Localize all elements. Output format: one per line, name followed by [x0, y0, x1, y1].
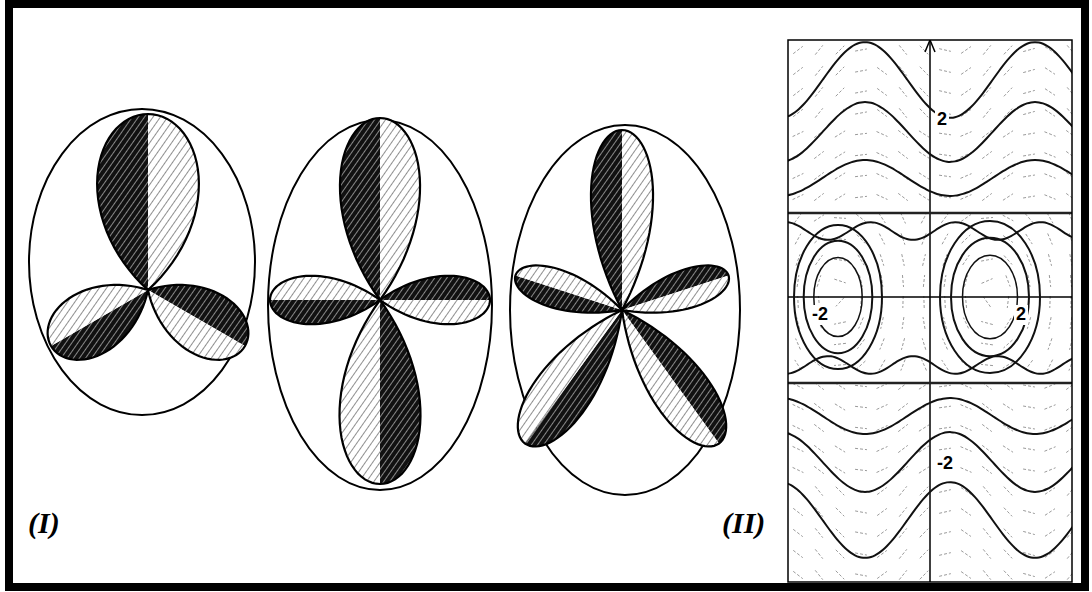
- ellipse-outline: [29, 109, 255, 415]
- panel-label: (II): [722, 506, 765, 539]
- axis-tick-label: 2: [1014, 305, 1028, 325]
- rose-petal: [148, 285, 248, 360]
- slope-field: [793, 45, 1072, 579]
- rose-petal: [340, 300, 421, 484]
- ellipse-outline: [510, 125, 740, 495]
- rose-petal: [622, 265, 729, 312]
- rose-petal: [591, 130, 653, 310]
- rose-petal: [97, 114, 199, 290]
- rose-petal: [622, 310, 726, 446]
- rose-petal: [518, 310, 622, 446]
- phase-plot: [788, 40, 1072, 582]
- axis-tick-label: -2: [935, 454, 955, 474]
- plot-border: [788, 40, 1072, 582]
- rose-curves: [29, 109, 740, 495]
- rose-petal: [270, 276, 380, 324]
- axis-tick-label: -2: [810, 305, 830, 325]
- panel-label: (I): [28, 506, 60, 539]
- solution-curves: [788, 42, 1072, 558]
- rose-petal: [515, 265, 622, 312]
- rose-petal: [340, 118, 420, 300]
- axis-tick-label: 2: [935, 110, 949, 130]
- rose-petal: [48, 285, 148, 360]
- rose-petal: [380, 276, 490, 324]
- outer-frame: [9, 4, 1085, 587]
- axes: [788, 40, 1072, 582]
